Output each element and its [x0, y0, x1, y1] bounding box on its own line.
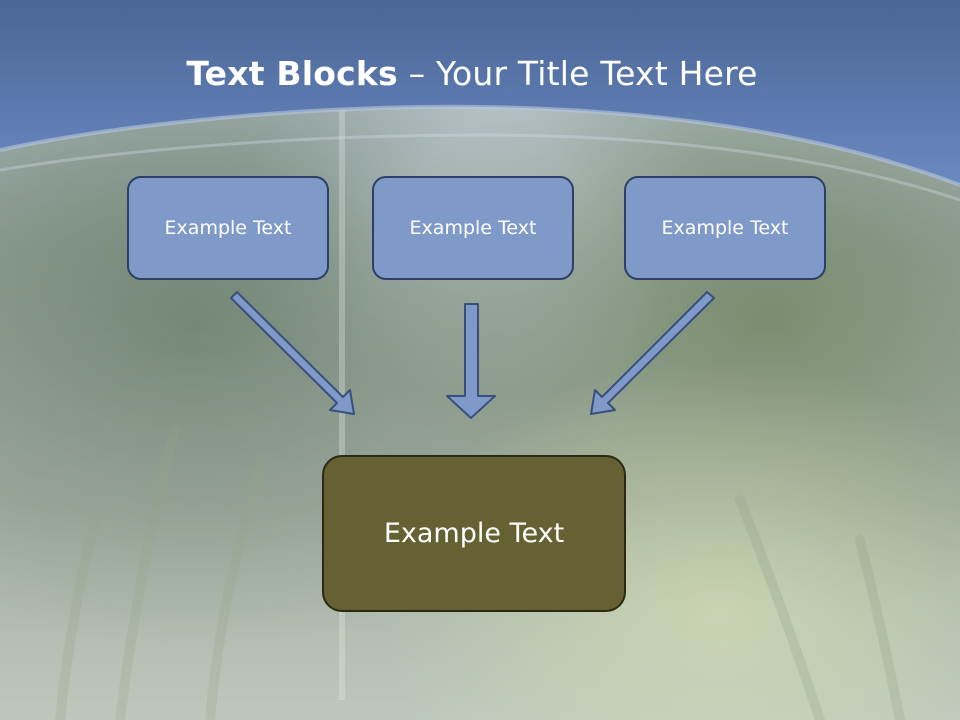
title-rest: – Your Title Text Here — [397, 54, 758, 93]
target-block[interactable]: Example Text — [322, 455, 626, 612]
slide-title: Text Blocks – Your Title Text Here — [0, 52, 944, 96]
text-block-2-label: Example Text — [409, 217, 537, 239]
text-block-1-label: Example Text — [164, 217, 292, 239]
title-bold: Text Blocks — [186, 54, 398, 93]
text-block-3-label: Example Text — [661, 217, 789, 239]
arrow-center — [446, 303, 496, 419]
text-block-1[interactable]: Example Text — [127, 176, 329, 280]
arrow-left — [230, 291, 355, 415]
text-block-3[interactable]: Example Text — [624, 176, 826, 280]
target-block-label: Example Text — [383, 518, 565, 549]
arrow-right — [590, 291, 715, 415]
text-block-2[interactable]: Example Text — [372, 176, 574, 280]
